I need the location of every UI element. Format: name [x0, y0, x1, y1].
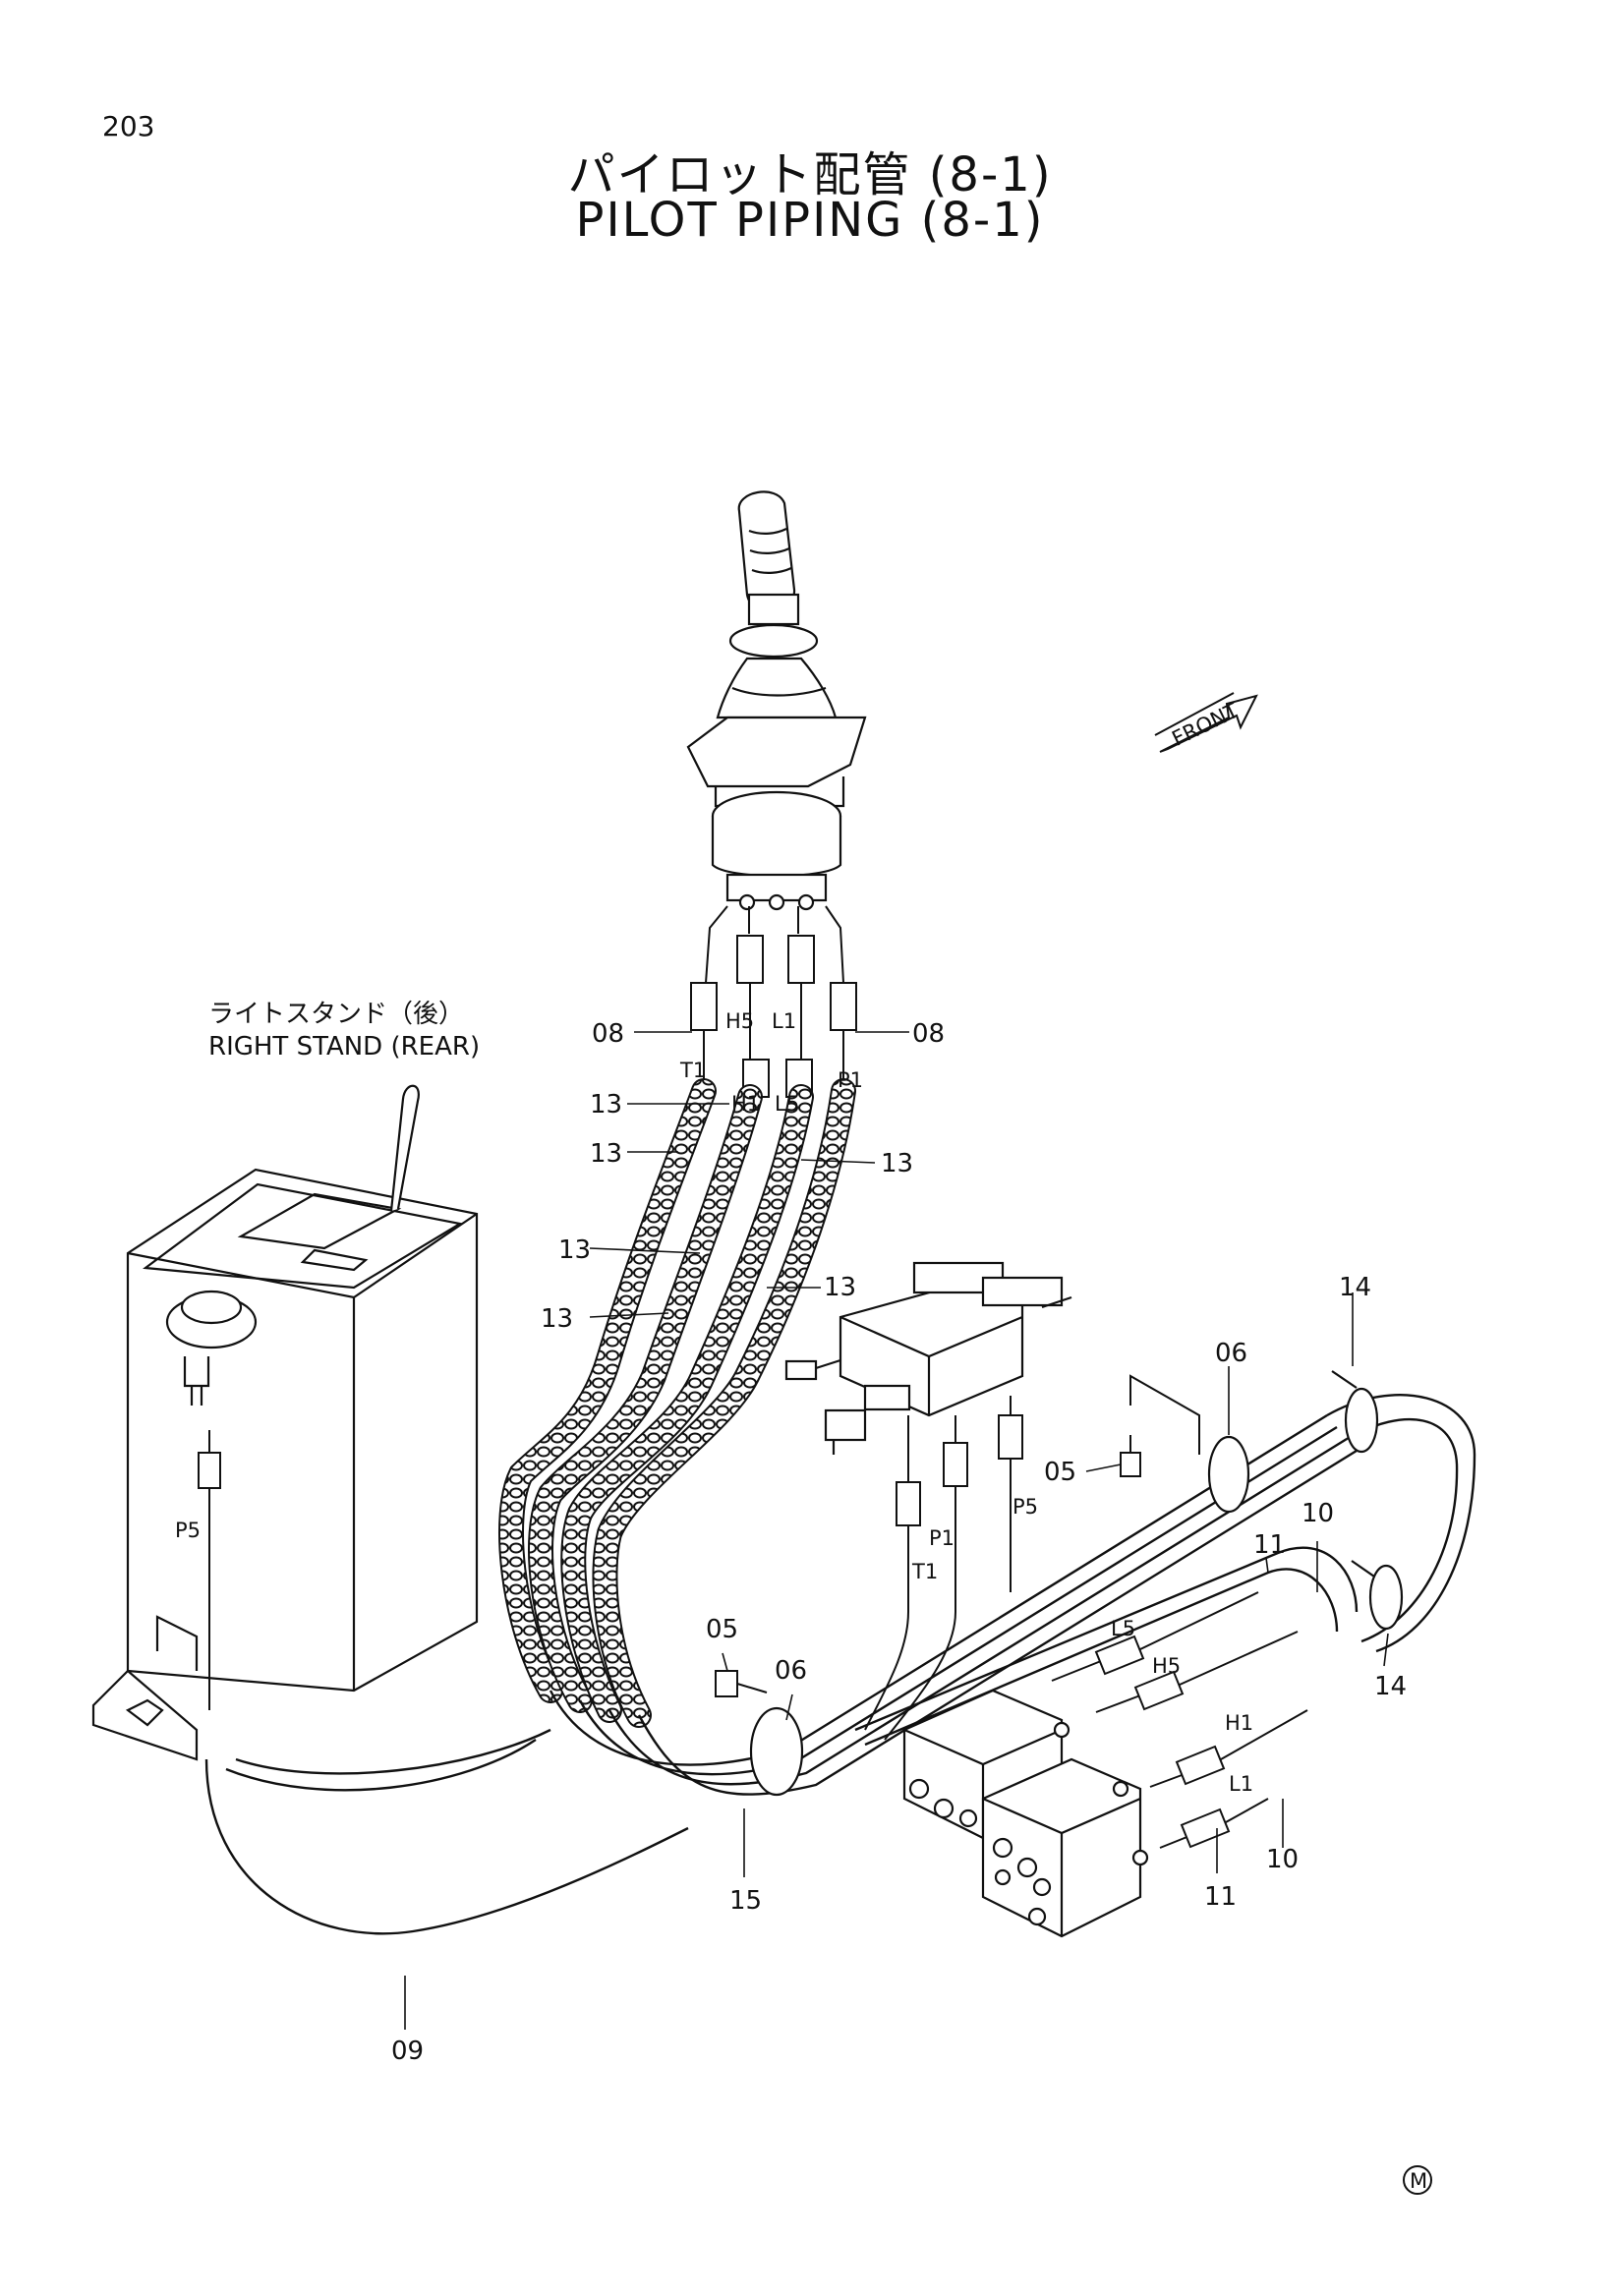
valve-port-fittings — [864, 1374, 1200, 1741]
callout-14-bottom: 14 — [1374, 1672, 1407, 1701]
callout-11-top: 11 — [1253, 1530, 1286, 1560]
page-number: 203 — [102, 110, 155, 143]
callout-10-top: 10 — [1302, 1499, 1334, 1528]
front-indicator-text: FRONT — [1168, 699, 1242, 751]
lever-port-fittings — [690, 905, 857, 1098]
callout-13-d: 13 — [558, 1235, 591, 1265]
stand-label-japanese: ライトスタンド（後） — [208, 1000, 464, 1029]
page-title-english: PILOT PIPING (8-1) — [575, 193, 1045, 248]
callout-15: 15 — [729, 1886, 762, 1916]
control-valve-blocks — [902, 1689, 1149, 1938]
coiled-hose-bundle — [498, 1078, 856, 1728]
pipe-clamps — [749, 1370, 1404, 1797]
shuttle-valve-block — [784, 1261, 1072, 1455]
port-tag-h5-top: H5 — [725, 1009, 754, 1033]
page-title-japanese: パイロット配管 (8-1) — [567, 147, 1053, 202]
callout-08-right: 08 — [912, 1019, 945, 1049]
part-callouts: 08 08 13 13 13 13 13 13 14 06 05 10 11 1… — [391, 1019, 1407, 2066]
port-tag-l5-top: L5 — [775, 1092, 799, 1116]
callout-09: 09 — [391, 2037, 424, 2066]
port-tag-p1-mid: P1 — [929, 1526, 955, 1550]
callout-11-bottom: 11 — [1204, 1882, 1237, 1912]
port-tag-h5-right: H5 — [1152, 1654, 1181, 1678]
callout-06-mid: 06 — [775, 1656, 807, 1686]
callout-05-left: 05 — [706, 1615, 738, 1644]
port-tag-h1-top: H1 — [731, 1092, 760, 1116]
stand-label-english: RIGHT STAND (REAR) — [208, 1032, 480, 1062]
bolts — [715, 1435, 1141, 1697]
port-tag-p5-left: P5 — [175, 1519, 201, 1542]
callout-13-b: 13 — [590, 1139, 622, 1169]
lower-hose-fittings — [1051, 1591, 1308, 1849]
footer-mark-letter: M — [1410, 2169, 1427, 2193]
callout-13-e: 13 — [824, 1273, 856, 1302]
callout-10-bottom: 10 — [1266, 1845, 1299, 1874]
stand-p5-fitting — [198, 1430, 221, 1710]
port-tag-l1-right: L1 — [1229, 1772, 1253, 1796]
port-tag-h1-right: H1 — [1225, 1711, 1253, 1735]
callout-13-c: 13 — [881, 1149, 913, 1178]
pilot-valve-lever — [686, 490, 867, 911]
port-tag-l1-top: L1 — [772, 1009, 796, 1033]
front-arrow-icon: FRONT — [1154, 692, 1258, 753]
port-tag-p5-mid: P5 — [1012, 1495, 1038, 1519]
port-tag-p1-top: P1 — [838, 1068, 863, 1092]
port-tag-l5-right: L5 — [1111, 1617, 1135, 1640]
leader-lines — [404, 1031, 1389, 2030]
port-tag-t1-mid: T1 — [911, 1560, 938, 1583]
right-stand-console — [91, 1084, 479, 1761]
footer-mark: M — [1403, 2165, 1432, 2195]
callout-08-left: 08 — [592, 1019, 624, 1049]
callout-14-top: 14 — [1339, 1273, 1371, 1302]
port-tags: H5 L1 T1 P1 H1 L5 P5 T1 P1 P5 L5 H5 H1 L… — [175, 1009, 1253, 1796]
callout-06-top: 06 — [1215, 1339, 1247, 1368]
callout-05-right: 05 — [1044, 1458, 1076, 1487]
port-tag-t1-top: T1 — [679, 1059, 706, 1082]
callout-13-f: 13 — [541, 1304, 573, 1334]
callout-13-a: 13 — [590, 1090, 622, 1119]
